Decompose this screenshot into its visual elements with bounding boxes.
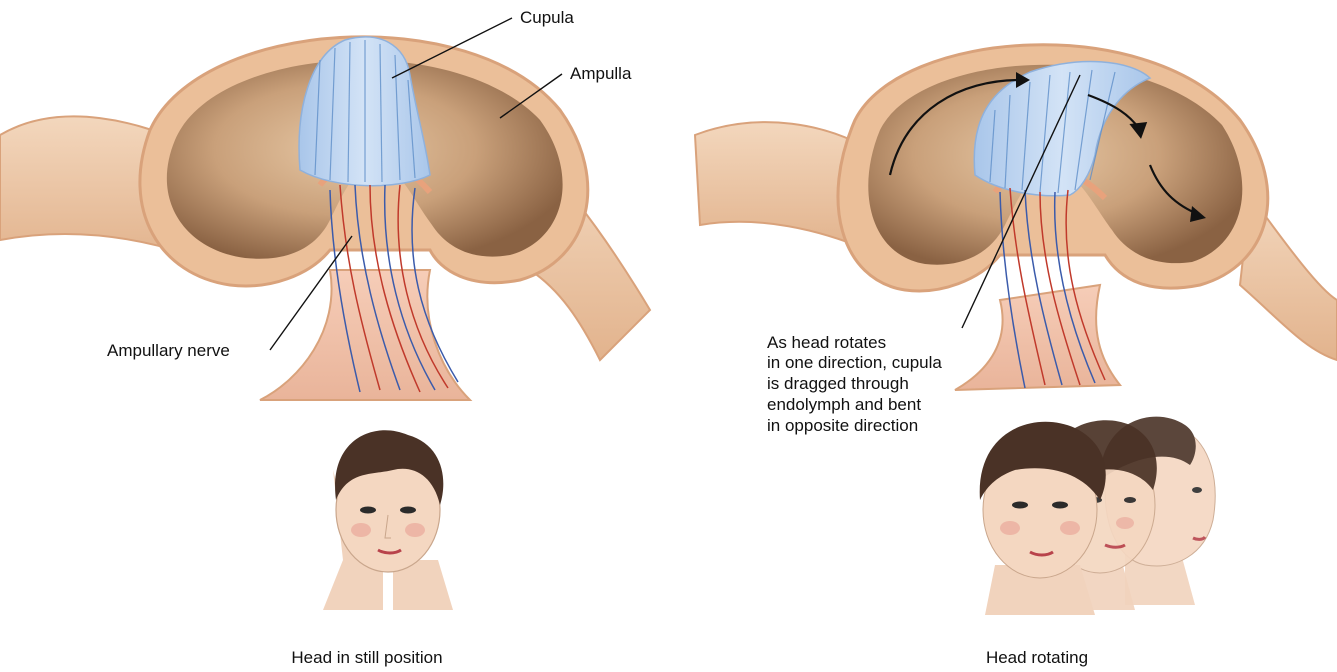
annotation-line-2: in one direction, cupula — [767, 353, 942, 372]
head-still-illustration — [323, 430, 453, 610]
annotation-line-5: in opposite direction — [767, 416, 918, 435]
left-ampulla-illustration — [0, 37, 650, 400]
annotation-line-1: As head rotates — [767, 333, 886, 352]
ampullary-nerve-label: Ampullary nerve — [107, 341, 230, 360]
caption-right: Head rotating — [986, 648, 1088, 667]
cupula-label: Cupula — [520, 8, 574, 27]
ampulla-label: Ampulla — [570, 64, 632, 83]
annotation-line-3: is dragged through — [767, 374, 909, 393]
caption-left: Head in still position — [291, 648, 442, 667]
annotation-line-4: endolymph and bent — [767, 395, 921, 414]
rotation-annotation: As head rotates in one direction, cupula… — [767, 333, 947, 435]
head-rotating-illustration — [980, 417, 1215, 615]
